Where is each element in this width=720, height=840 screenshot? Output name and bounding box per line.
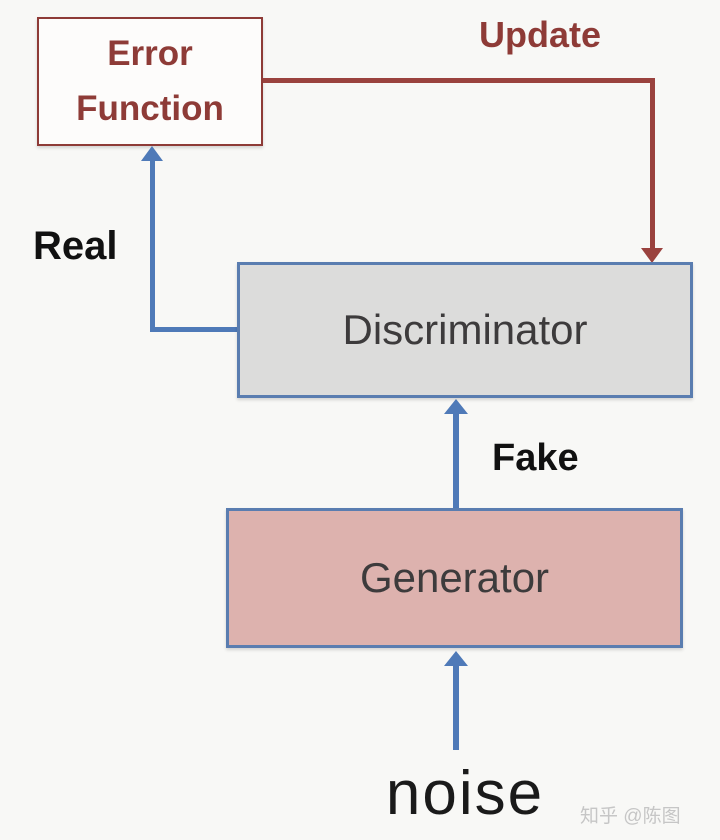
node-noise-label: noise: [385, 759, 545, 828]
update-arrowhead-down-icon: [641, 248, 663, 263]
update-edge-horizontal-line: [263, 78, 653, 83]
node-generator: Generator: [226, 508, 683, 648]
fake-edge-vertical-line: [453, 413, 459, 508]
real-arrowhead-up-icon: [141, 146, 163, 161]
node-error-function: Error Function: [37, 17, 263, 146]
edge-label-real: Real: [33, 224, 118, 268]
noise-edge-vertical-line: [453, 665, 459, 750]
zhihu-watermark: 知乎 @陈图: [580, 806, 681, 827]
edge-label-fake: Fake: [492, 437, 579, 479]
error-function-label: Error Function: [76, 34, 224, 128]
real-edge-vertical-line: [150, 160, 155, 332]
fake-arrowhead-up-icon: [444, 399, 468, 414]
generator-label: Generator: [359, 554, 550, 601]
edge-label-update: Update: [478, 14, 601, 55]
discriminator-label: Discriminator: [342, 306, 588, 353]
noise-arrowhead-up-icon: [444, 651, 468, 666]
real-edge-horizontal-line: [150, 327, 237, 332]
update-edge-vertical-line: [650, 78, 655, 248]
node-discriminator: Discriminator: [237, 262, 693, 398]
